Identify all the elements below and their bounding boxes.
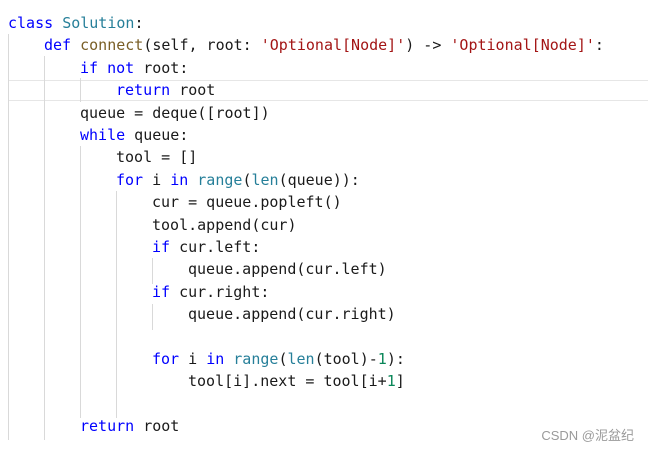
code-token: queue.append(cur.left)	[188, 260, 387, 279]
indent-guide	[152, 258, 153, 284]
code-token: return	[116, 81, 171, 100]
code-token: return	[80, 417, 135, 436]
code-token: cur.left:	[170, 238, 261, 256]
code-line: tool.append(cur)	[152, 214, 297, 236]
code-token: i	[143, 170, 171, 189]
code-token: range	[197, 170, 243, 189]
csdn-watermark: CSDN @泥盆纪	[541, 428, 634, 443]
indent-guide	[152, 304, 153, 330]
code-token: not	[107, 58, 135, 77]
code-token: (queue)):	[278, 170, 360, 189]
code-token: for	[116, 170, 144, 189]
code-line: for i in range(len(tool)-1):	[152, 348, 405, 370]
code-token: class	[8, 14, 54, 32]
code-token: root	[170, 81, 216, 100]
code-token: if	[152, 282, 171, 301]
code-token: queue.append(cur.right)	[188, 305, 396, 324]
code-token: cur.right:	[170, 282, 270, 301]
code-token: 'Optional[Node]'	[450, 36, 595, 55]
code-token: :	[134, 14, 144, 32]
code-token	[188, 171, 197, 189]
code-line: if cur.left:	[152, 236, 260, 258]
indent-guide	[116, 191, 117, 418]
code-token	[53, 14, 62, 32]
code-token: queue = deque([root])	[80, 103, 270, 122]
code-line: queue.append(cur.right)	[188, 303, 396, 325]
code-line: while queue:	[80, 124, 188, 146]
indent-guide	[8, 34, 9, 440]
code-line: class Solution:	[8, 12, 143, 34]
code-token: Solution	[62, 14, 135, 32]
code-line: queue = deque([root])	[80, 102, 270, 124]
code-token: root:	[134, 58, 189, 77]
code-token: tool[i].next = tool[i+	[188, 372, 387, 391]
code-token: queue:	[125, 126, 189, 144]
code-line: def connect(self, root: 'Optional[Node]'…	[44, 34, 604, 56]
code-token	[71, 36, 80, 54]
code-token: (	[242, 170, 252, 189]
code-token: (	[278, 350, 288, 368]
code-line: tool[i].next = tool[i+1]	[188, 370, 405, 392]
code-token: i	[179, 350, 207, 368]
code-token: if	[80, 58, 99, 77]
code-token: def	[44, 36, 72, 55]
code-token: if	[152, 238, 171, 256]
code-line: cur = queue.popleft()	[152, 191, 342, 213]
code-token: ]	[395, 372, 405, 391]
code-token: connect	[80, 36, 144, 55]
code-token: 1	[377, 350, 387, 368]
code-token: 1	[386, 372, 396, 391]
code-token: range	[233, 350, 279, 368]
code-line: for i in range(len(queue)):	[116, 169, 360, 191]
code-token	[98, 59, 107, 77]
code-line: return root	[116, 79, 215, 101]
code-token: in	[206, 350, 225, 368]
code-token: len	[287, 350, 315, 368]
code-line: tool = []	[116, 146, 197, 168]
code-token: cur = queue.popleft()	[152, 193, 342, 212]
code-token: len	[251, 170, 279, 189]
indent-guide	[80, 146, 81, 418]
current-line-highlight	[8, 80, 648, 101]
indent-guide	[80, 78, 81, 102]
code-token: in	[170, 170, 189, 189]
code-line: if cur.right:	[152, 281, 269, 303]
code-token: tool = []	[116, 148, 198, 167]
code-token: (self, root:	[143, 36, 261, 55]
code-token: while	[80, 126, 126, 144]
code-line: queue.append(cur.left)	[188, 258, 387, 280]
indent-guide	[44, 56, 45, 440]
code-token: for	[152, 350, 180, 368]
code-token: 'Optional[Node]'	[260, 36, 406, 55]
code-token	[224, 350, 233, 368]
code-token: ):	[386, 350, 405, 368]
code-token: root	[134, 417, 180, 436]
code-line: if not root:	[80, 57, 188, 79]
code-token: :	[594, 36, 604, 55]
code-token: ) ->	[405, 36, 451, 55]
code-line: return root	[80, 415, 179, 437]
code-token: tool.append(cur)	[152, 215, 297, 234]
code-token: (tool)-	[314, 350, 378, 368]
